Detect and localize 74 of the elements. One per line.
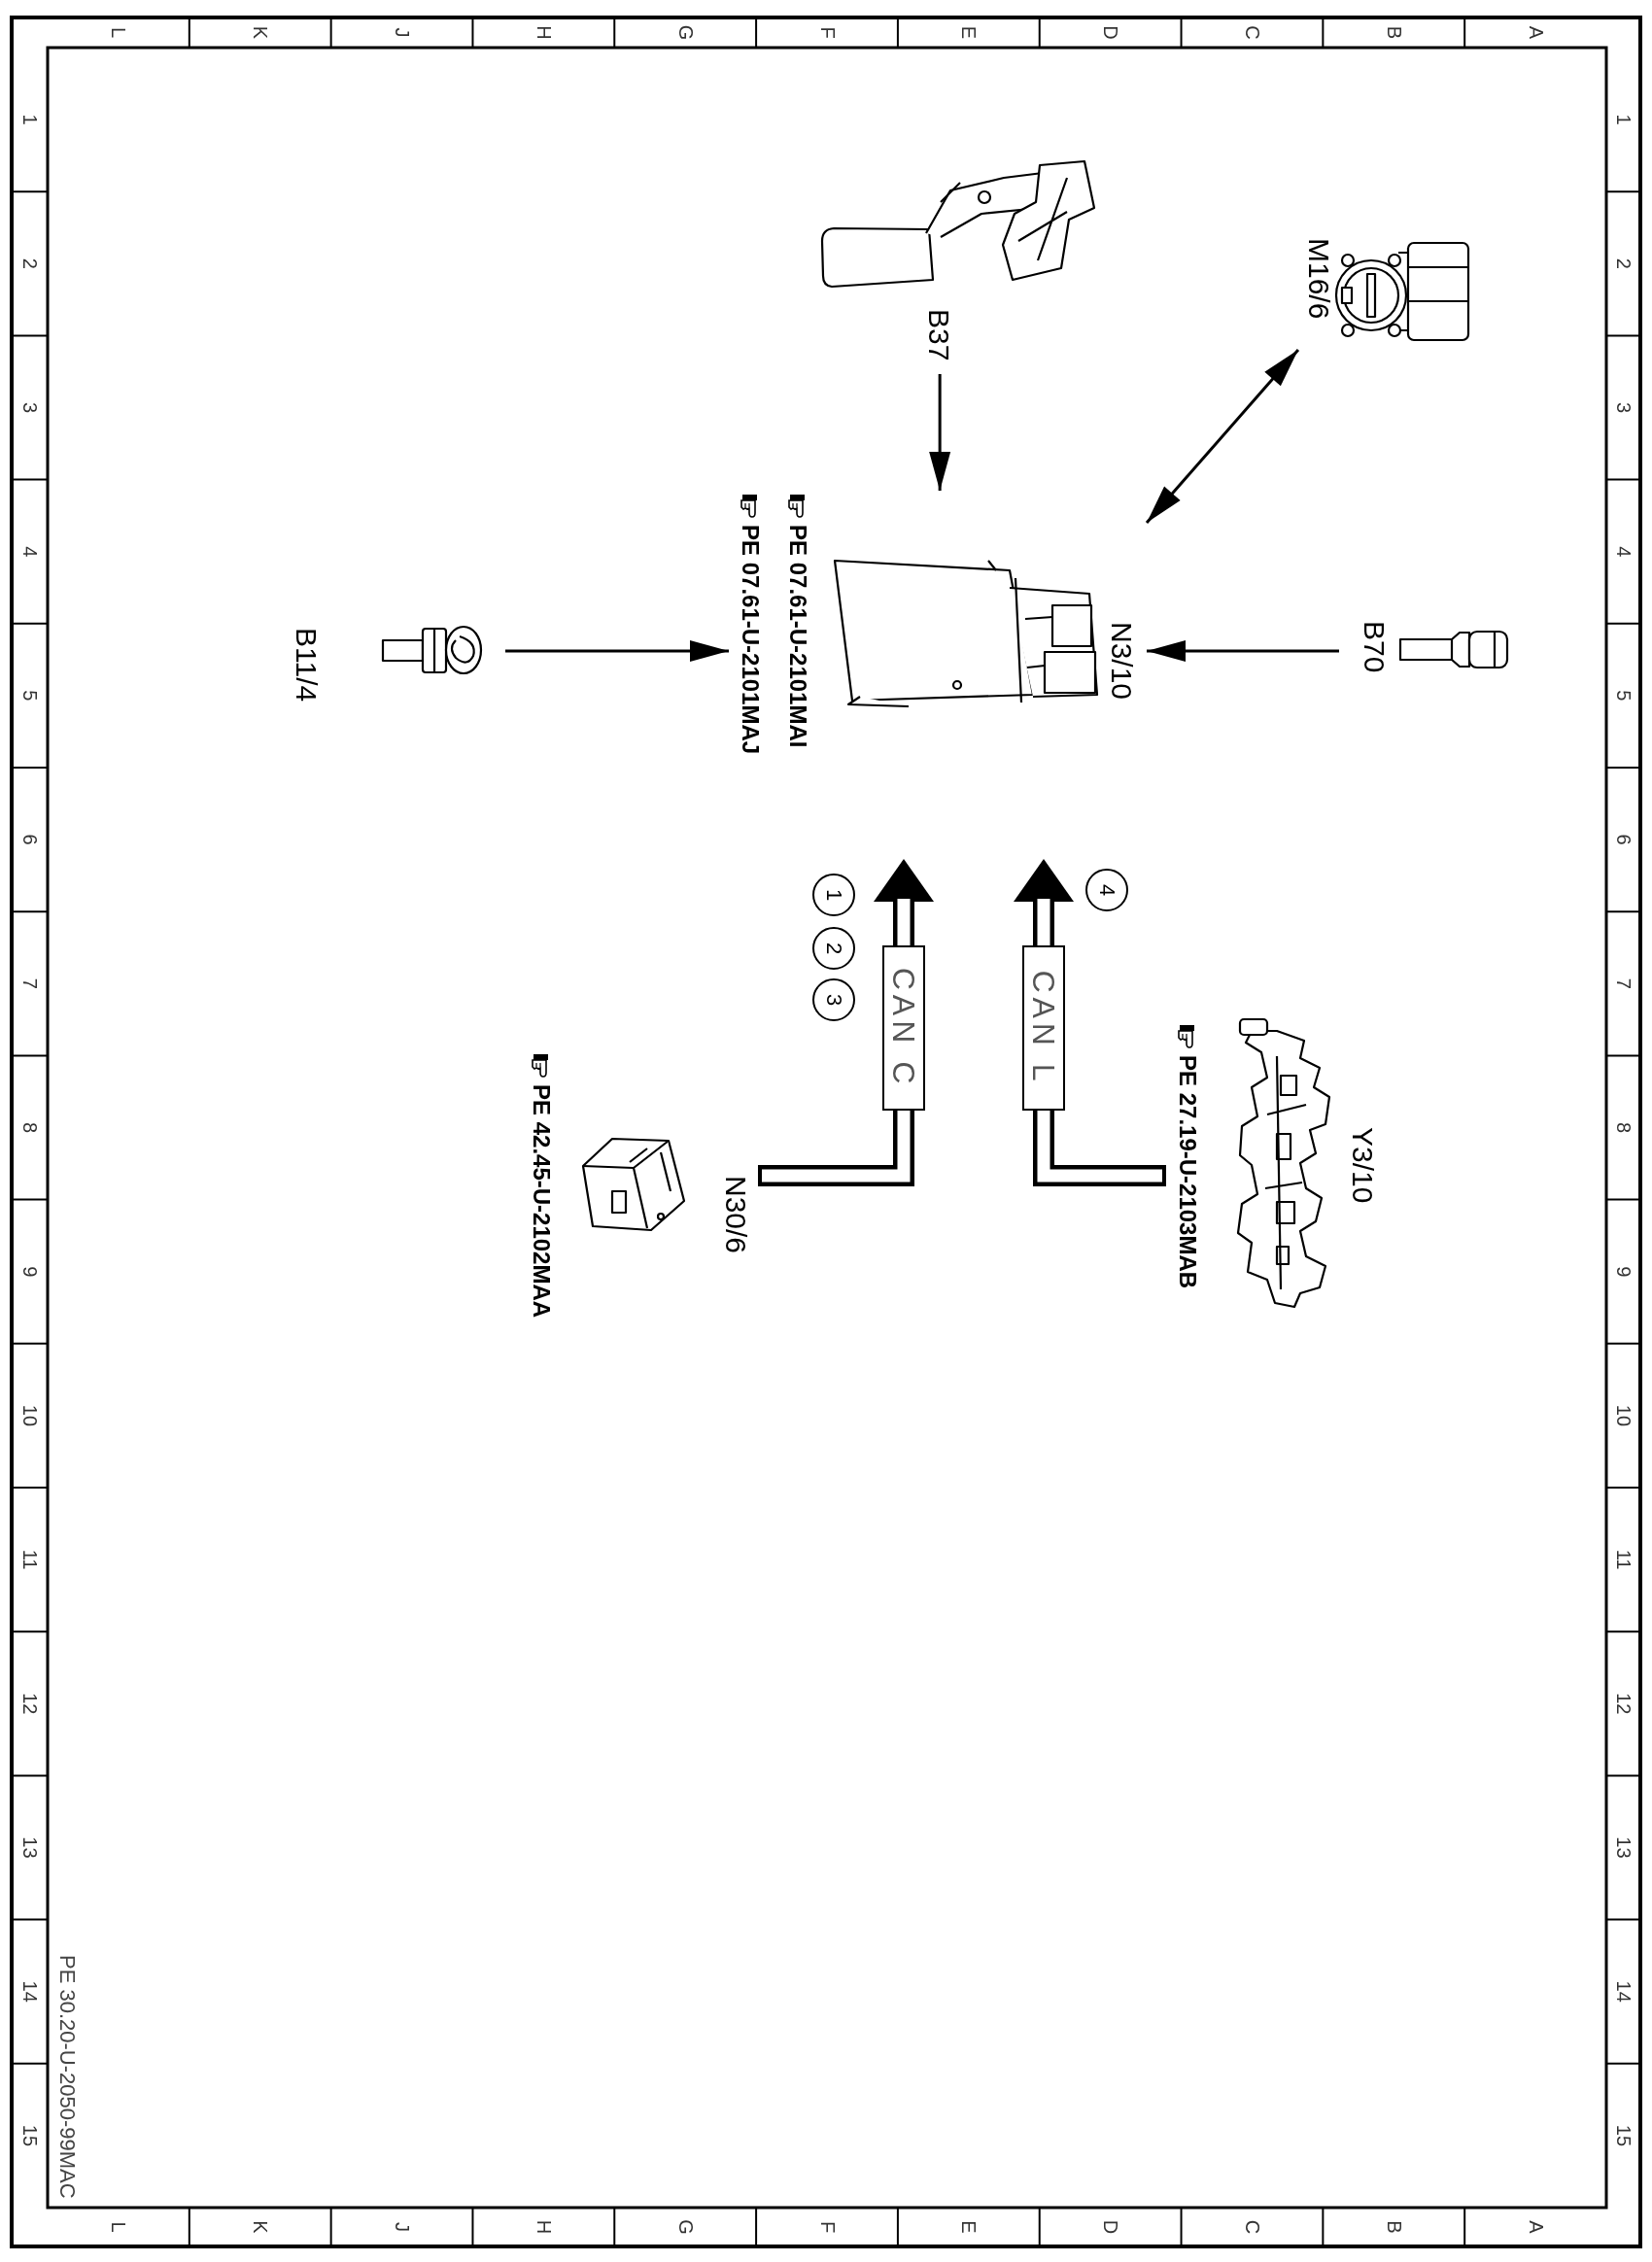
grid-reference: E	[957, 24, 981, 42]
grid-reference: B	[1382, 24, 1406, 42]
grid-reference: 11	[18, 1548, 42, 1572]
grid-reference: J	[391, 2221, 415, 2234]
reference-text: PE 42.45-U-2102MAA	[528, 1084, 555, 1319]
grid-reference: 6	[18, 833, 42, 847]
reference-text: PE 27.19-U-2103MAB	[1174, 1055, 1201, 1289]
grid-reference: 10	[18, 1403, 42, 1428]
part-label: B37	[922, 309, 956, 361]
grid-reference: 3	[1612, 400, 1635, 416]
grid-reference: A	[1524, 24, 1548, 42]
grid-reference: H	[532, 24, 556, 42]
grid-reference: 9	[18, 1265, 42, 1280]
grid-reference: 9	[1612, 1265, 1635, 1280]
grid-reference: 5	[18, 689, 42, 703]
grid-reference: C	[1240, 2218, 1264, 2237]
reference-text: PE 07.61-U-2101MAJ	[737, 525, 764, 755]
grid-reference: E	[957, 2219, 981, 2236]
grid-reference: J	[391, 26, 415, 40]
grid-reference: 13	[18, 1835, 42, 1861]
grid-reference: 2	[1612, 257, 1635, 271]
edge-label: CAN C	[882, 945, 925, 1111]
edge-label: CAN L	[1022, 945, 1065, 1111]
part-label: B70	[1358, 621, 1392, 673]
grid-reference: 1	[1612, 113, 1635, 127]
grid-reference: 4	[18, 545, 42, 560]
grid-reference: 2	[18, 257, 42, 271]
arrow	[505, 640, 729, 662]
grid-reference: 1	[18, 113, 42, 127]
part-label: N30/6	[719, 1176, 753, 1254]
grid-reference: B	[1382, 2219, 1406, 2236]
callout-number: 1	[812, 874, 855, 916]
callout-number: 2	[812, 927, 855, 970]
grid-reference: L	[107, 2220, 131, 2235]
grid-reference: D	[1099, 24, 1123, 42]
grid-reference: 6	[1612, 833, 1635, 847]
grid-reference: 8	[18, 1120, 42, 1136]
grid-reference: L	[107, 25, 131, 41]
grid-reference: K	[249, 2219, 273, 2236]
part-label: N3/10	[1105, 622, 1139, 701]
grid-reference: 7	[18, 977, 42, 991]
grid-reference: 7	[1612, 977, 1635, 991]
grid-reference: 12	[18, 1692, 42, 1717]
drawing-number: PE 30.20-U-2050-99MAC	[54, 1955, 80, 2199]
grid-reference: 10	[1612, 1403, 1635, 1428]
grid-reference: 11	[1612, 1548, 1635, 1572]
arrow	[929, 374, 951, 491]
part-label: M16/6	[1302, 238, 1336, 320]
part-label: B11/4	[290, 628, 324, 703]
grid-reference: G	[673, 2218, 698, 2237]
arrow	[1147, 640, 1339, 662]
grid-reference: 5	[1612, 689, 1635, 703]
grid-reference: C	[1240, 24, 1264, 42]
callout-number: 3	[812, 978, 855, 1021]
grid-reference: G	[673, 23, 698, 43]
grid-reference: 13	[1612, 1835, 1635, 1861]
grid-reference: H	[532, 2218, 556, 2237]
grid-reference: 15	[1612, 2123, 1635, 2148]
grid-reference: D	[1099, 2218, 1123, 2237]
grid-reference: F	[815, 25, 840, 41]
grid-reference: K	[249, 24, 273, 42]
grid-reference: 4	[1612, 545, 1635, 560]
grid-reference: 12	[1612, 1692, 1635, 1717]
callout-number: 4	[1085, 869, 1128, 911]
reference-text: PE 07.61-U-2101MAI	[784, 525, 811, 748]
grid-reference: 15	[18, 2123, 42, 2148]
grid-reference: 3	[18, 400, 42, 416]
grid-reference: A	[1524, 2219, 1548, 2236]
grid-reference: F	[815, 2219, 840, 2236]
arrow	[1145, 349, 1300, 524]
part-label: Y3/10	[1346, 1127, 1380, 1204]
grid-reference: 14	[18, 1979, 42, 2005]
grid-reference: 8	[1612, 1120, 1635, 1136]
grid-reference: 14	[1612, 1979, 1635, 2005]
